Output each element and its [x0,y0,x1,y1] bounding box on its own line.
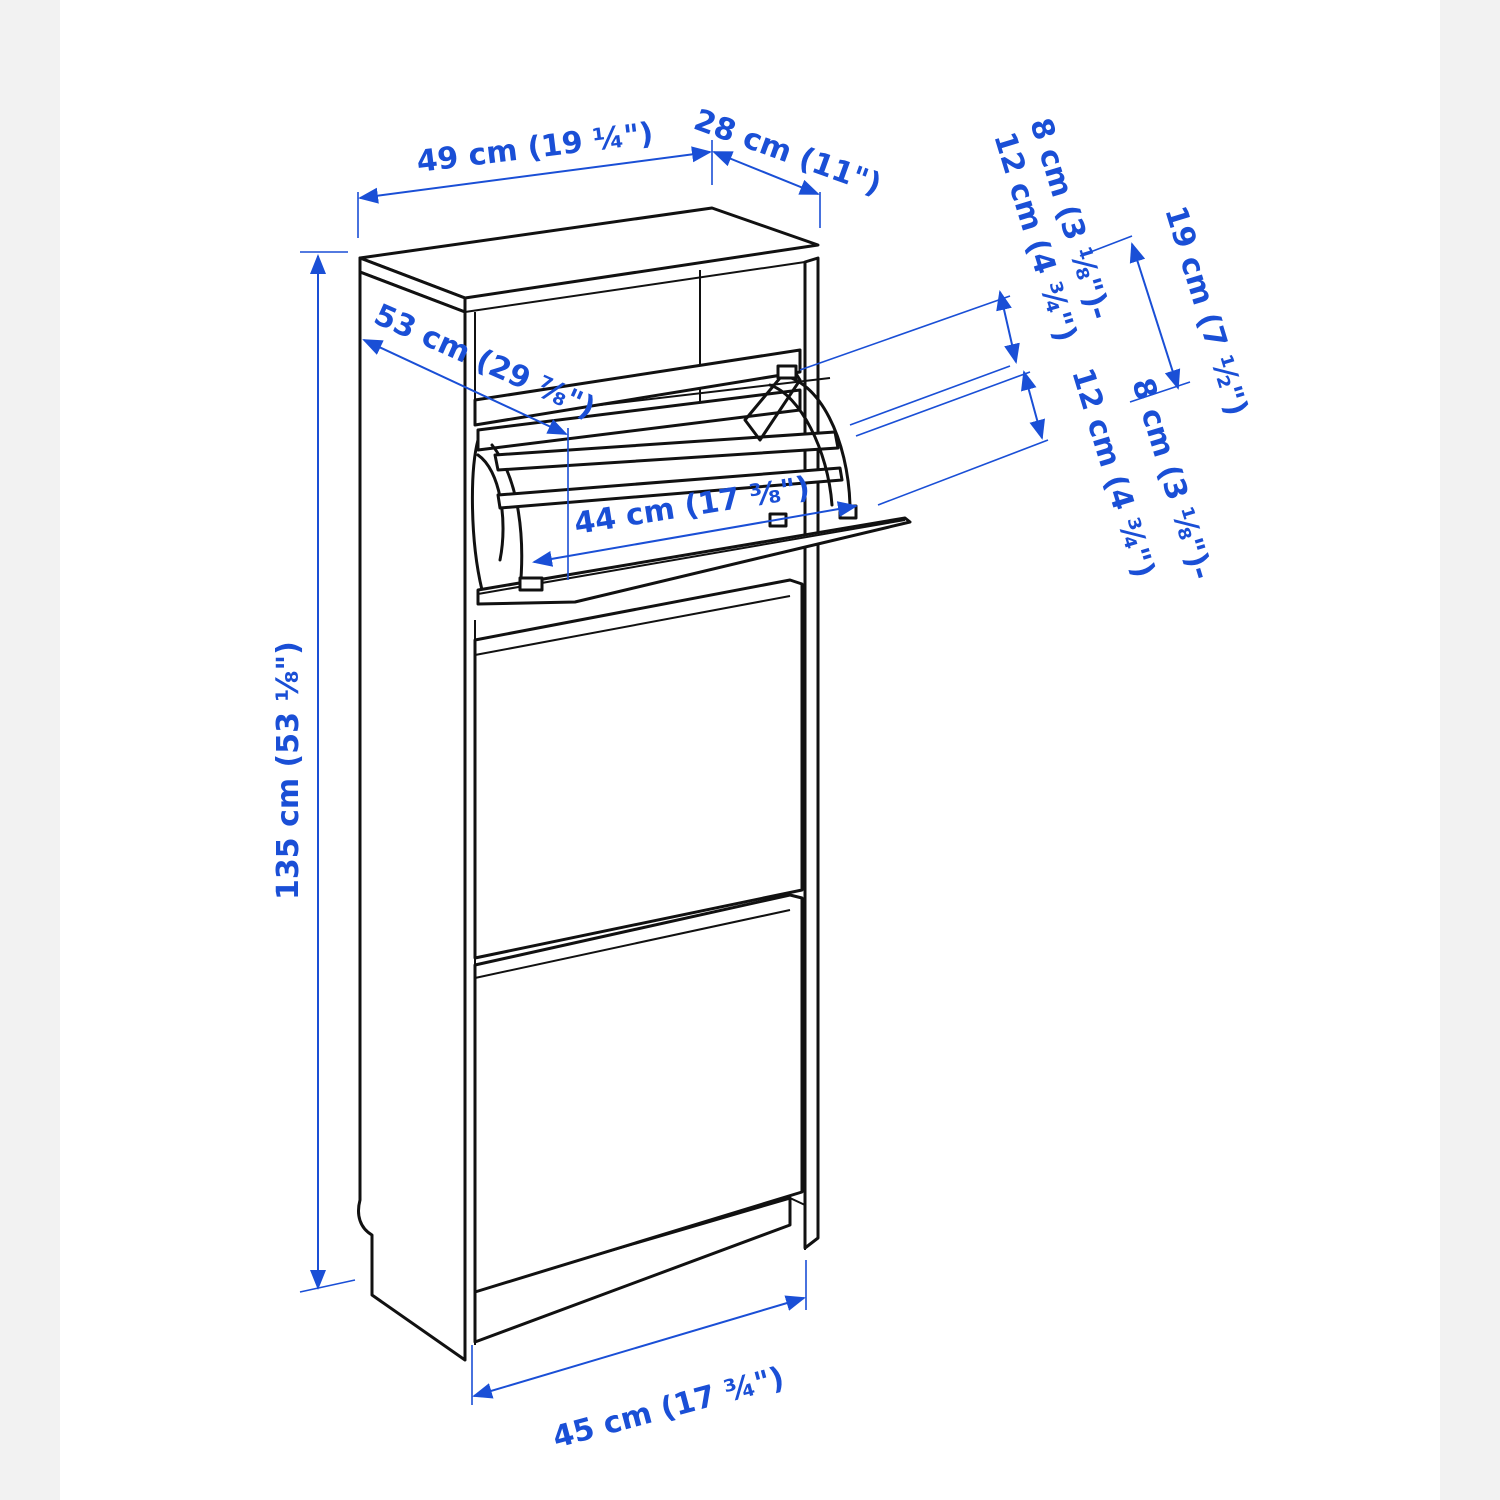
flap-hinge-left [518,576,544,592]
dimension-lines [299,140,1191,1405]
ext-comp-4 [877,439,1049,506]
left-side-panel [357,270,467,1362]
left-hinge-arm-outer [470,438,484,592]
top-front-edge-line [464,261,806,313]
label-width-top: 49 cm (19 ¼") [415,116,655,180]
ext-comp-2 [849,365,1011,426]
dim-width-bottom [472,1295,806,1399]
dim-comp-depth [1129,242,1181,390]
label-height: 135 cm (53 ⅛") [271,641,306,900]
ext-comp-3 [855,371,1031,437]
label-depth-top: 28 cm (11") [689,103,886,203]
bottom-flap [473,893,804,1294]
bottom-flap-top-edge [474,909,791,979]
dim-diagonal [362,339,568,435]
middle-flap-top-edge [474,595,791,656]
middle-flap [473,578,804,960]
dim-inner-width [532,501,858,567]
inner-ridge [599,377,831,406]
label-width-bottom: 45 cm (17 ¾") [549,1360,788,1455]
right-hinge-arm-inner [768,383,834,507]
ext-height-bottom [299,1279,356,1293]
dim-comp-upper [996,290,1020,364]
dim-comp-lower [1021,370,1045,440]
right-side-panel [803,256,820,1250]
plinth-edge [789,1197,806,1206]
top-hinge-pin [776,364,798,380]
closed-flaps [473,578,804,1294]
ext-comp-1 [799,295,1011,371]
shoe-rail-upper [493,430,840,472]
ext-comp-5 [1079,235,1133,257]
dim-depth-top [712,151,820,195]
shoe-rail-lower [496,466,844,510]
dim-width-top [358,146,712,204]
